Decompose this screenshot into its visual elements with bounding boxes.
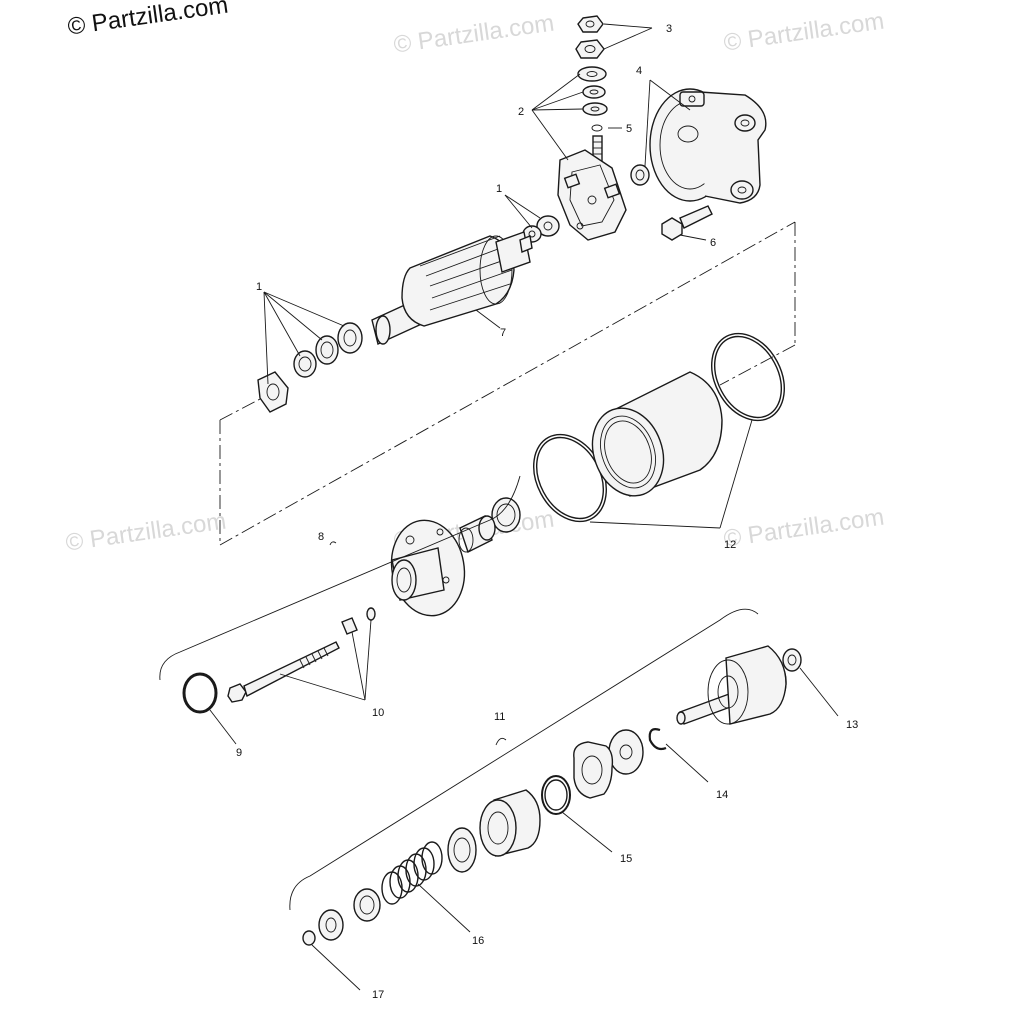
- bushing: [630, 164, 650, 186]
- armature: [371, 231, 533, 345]
- brace-11: [289, 608, 759, 911]
- through-bolt-short: [661, 205, 713, 241]
- brush-plate: [557, 135, 627, 241]
- callout-17: 17: [372, 989, 384, 1001]
- return-spring: [381, 841, 443, 905]
- callout-16: 16: [472, 935, 484, 947]
- callout-11: 11: [494, 711, 505, 723]
- callout-1-left: 1: [256, 281, 262, 293]
- callout-4: 4: [636, 65, 642, 77]
- spring-sleeve: [353, 888, 381, 922]
- callout-10: 10: [372, 707, 384, 719]
- armature-front-washers: [257, 322, 363, 413]
- o-ring-small: [182, 672, 218, 714]
- rear-cover: [649, 88, 767, 204]
- yoke-housing: [591, 371, 723, 497]
- callout-3: 3: [666, 23, 672, 35]
- needle-bearing: [458, 497, 521, 553]
- retainer-halves: [573, 741, 614, 799]
- callout-15: 15: [620, 853, 632, 865]
- leader-lines: [209, 23, 839, 991]
- callout-5: 5: [626, 123, 632, 135]
- stop-collar: [541, 775, 571, 815]
- drive-end-housing: [390, 519, 466, 617]
- brace-8: [159, 475, 521, 681]
- pinion-shaft-gear: [676, 645, 802, 725]
- callout-1-top: 1: [496, 183, 502, 195]
- callout-6: 6: [710, 237, 716, 249]
- snap-ring: [608, 728, 667, 775]
- callout-8: 8: [318, 531, 324, 543]
- callout-12: 12: [724, 539, 736, 551]
- callout-2: 2: [518, 106, 524, 118]
- assembly-boundary: [219, 221, 796, 546]
- callout-numbers: 3 2 4 5 1 6 7 1 8 12 10 11 9 13 14 15 16…: [236, 23, 858, 1001]
- o-ring-large: [711, 332, 785, 422]
- end-washers: [302, 909, 344, 946]
- through-bolt-long: [227, 607, 376, 703]
- callout-14: 14: [716, 789, 728, 801]
- callout-13: 13: [846, 719, 858, 731]
- overrunning-clutch: [447, 789, 541, 873]
- top-nut-washer-stack: [575, 15, 608, 132]
- callout-9: 9: [236, 747, 242, 759]
- callout-7: 7: [500, 327, 506, 339]
